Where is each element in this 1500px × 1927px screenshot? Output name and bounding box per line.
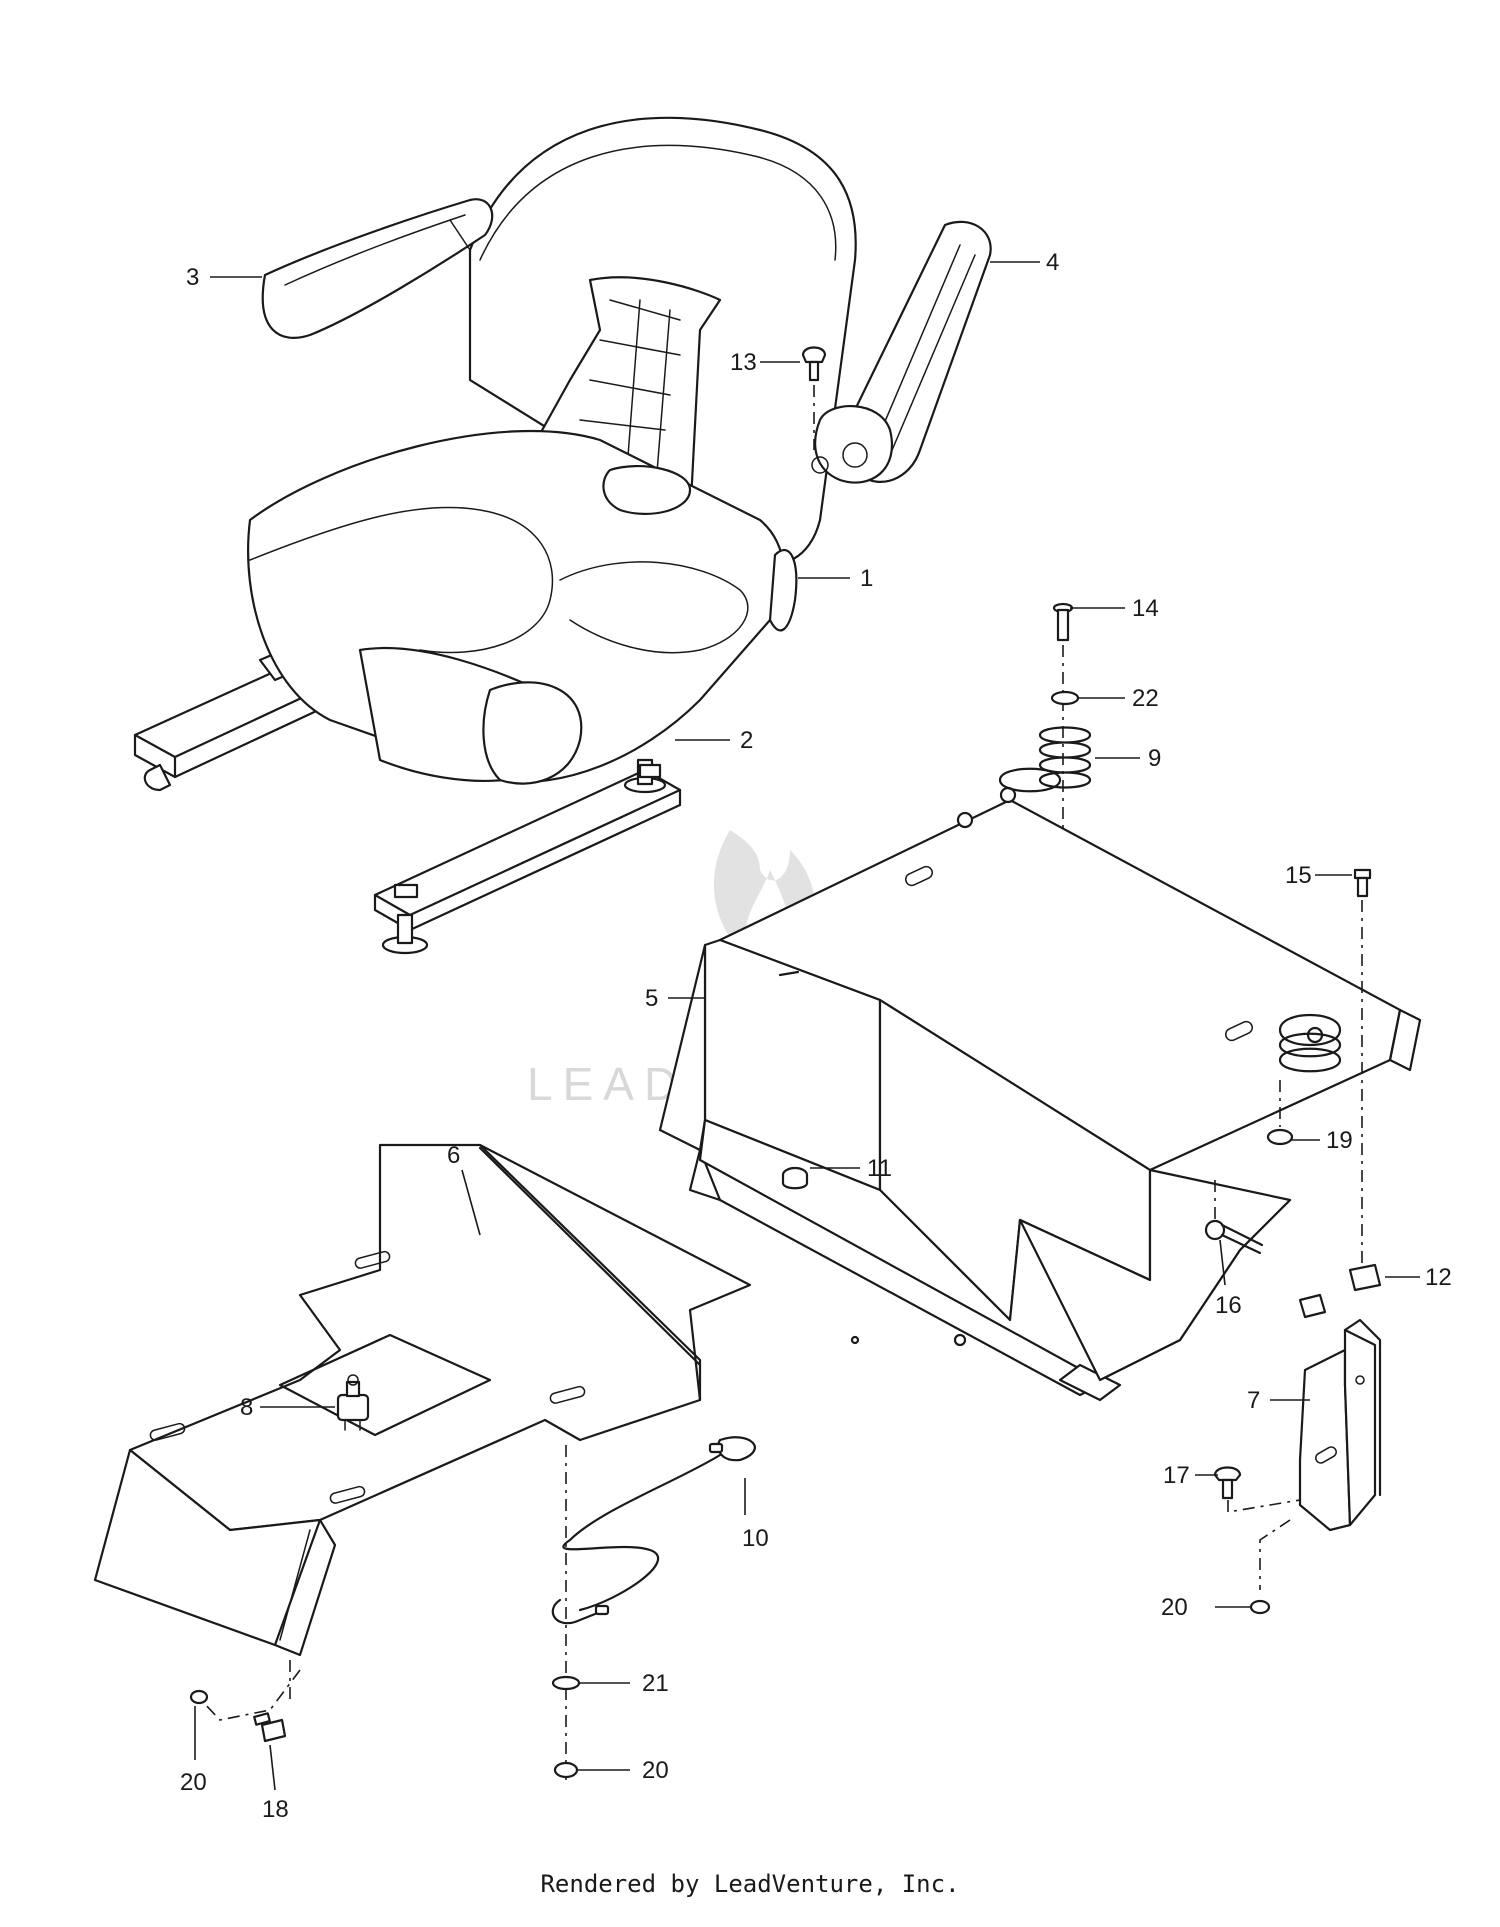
bolt-18 [253, 1660, 291, 1743]
nut-20-right [1249, 1519, 1291, 1615]
plug-11 [781, 1166, 809, 1190]
callout-20-right: 20 [1161, 1594, 1188, 1621]
callout-11: 11 [867, 1155, 892, 1182]
callout-18: 18 [262, 1796, 289, 1823]
callout-13: 13 [730, 349, 757, 376]
washer-22 [1050, 690, 1080, 706]
washer-21 [551, 1675, 581, 1691]
callout-21: 21 [642, 1670, 669, 1697]
bolt-14 [1052, 602, 1074, 840]
callout-20-left: 20 [180, 1769, 207, 1796]
bracket-7 [1298, 1318, 1382, 1532]
callout-16: 16 [1215, 1292, 1242, 1319]
floor-plate [93, 1143, 752, 1657]
callout-9: 9 [1148, 745, 1161, 772]
callout-15: 15 [1285, 862, 1312, 889]
bolt-16 [1204, 1180, 1264, 1255]
armrest-left [261, 198, 494, 339]
seat-bracket [658, 767, 1422, 1402]
callouts: 1 2 3 4 5 6 7 8 9 10 11 12 13 14 15 16 1… [180, 249, 1452, 1823]
armrest-right [811, 220, 992, 484]
callout-10: 10 [742, 1525, 769, 1552]
bolt-15 [1353, 868, 1372, 1270]
callout-6: 6 [447, 1142, 460, 1169]
screw-17 [1213, 1466, 1301, 1513]
nut-20-center [553, 1761, 579, 1779]
callout-7: 7 [1247, 1387, 1260, 1414]
callout-22: 22 [1132, 685, 1159, 712]
switch-8 [336, 1374, 370, 1431]
callout-3: 3 [186, 264, 199, 291]
nut-20-left [189, 1669, 301, 1721]
callout-4: 4 [1046, 249, 1059, 276]
nut-19 [1266, 1080, 1294, 1146]
lanyard-10 [551, 1436, 756, 1625]
callout-1: 1 [860, 565, 873, 592]
clip-12 [1298, 1263, 1382, 1319]
callout-17: 17 [1163, 1462, 1190, 1489]
callout-20-center: 20 [642, 1757, 669, 1784]
callout-19: 19 [1326, 1127, 1353, 1154]
seat [247, 116, 857, 785]
callout-12: 12 [1425, 1264, 1452, 1291]
callout-8: 8 [240, 1394, 253, 1421]
footer-credit: Rendered by LeadVenture, Inc. [540, 1870, 960, 1898]
callout-2: 2 [740, 727, 753, 754]
callout-14: 14 [1132, 595, 1159, 622]
callout-5: 5 [645, 985, 658, 1012]
leader-lines [194, 261, 1420, 1791]
screw-13 [801, 346, 827, 450]
spring-9 [1038, 726, 1092, 789]
